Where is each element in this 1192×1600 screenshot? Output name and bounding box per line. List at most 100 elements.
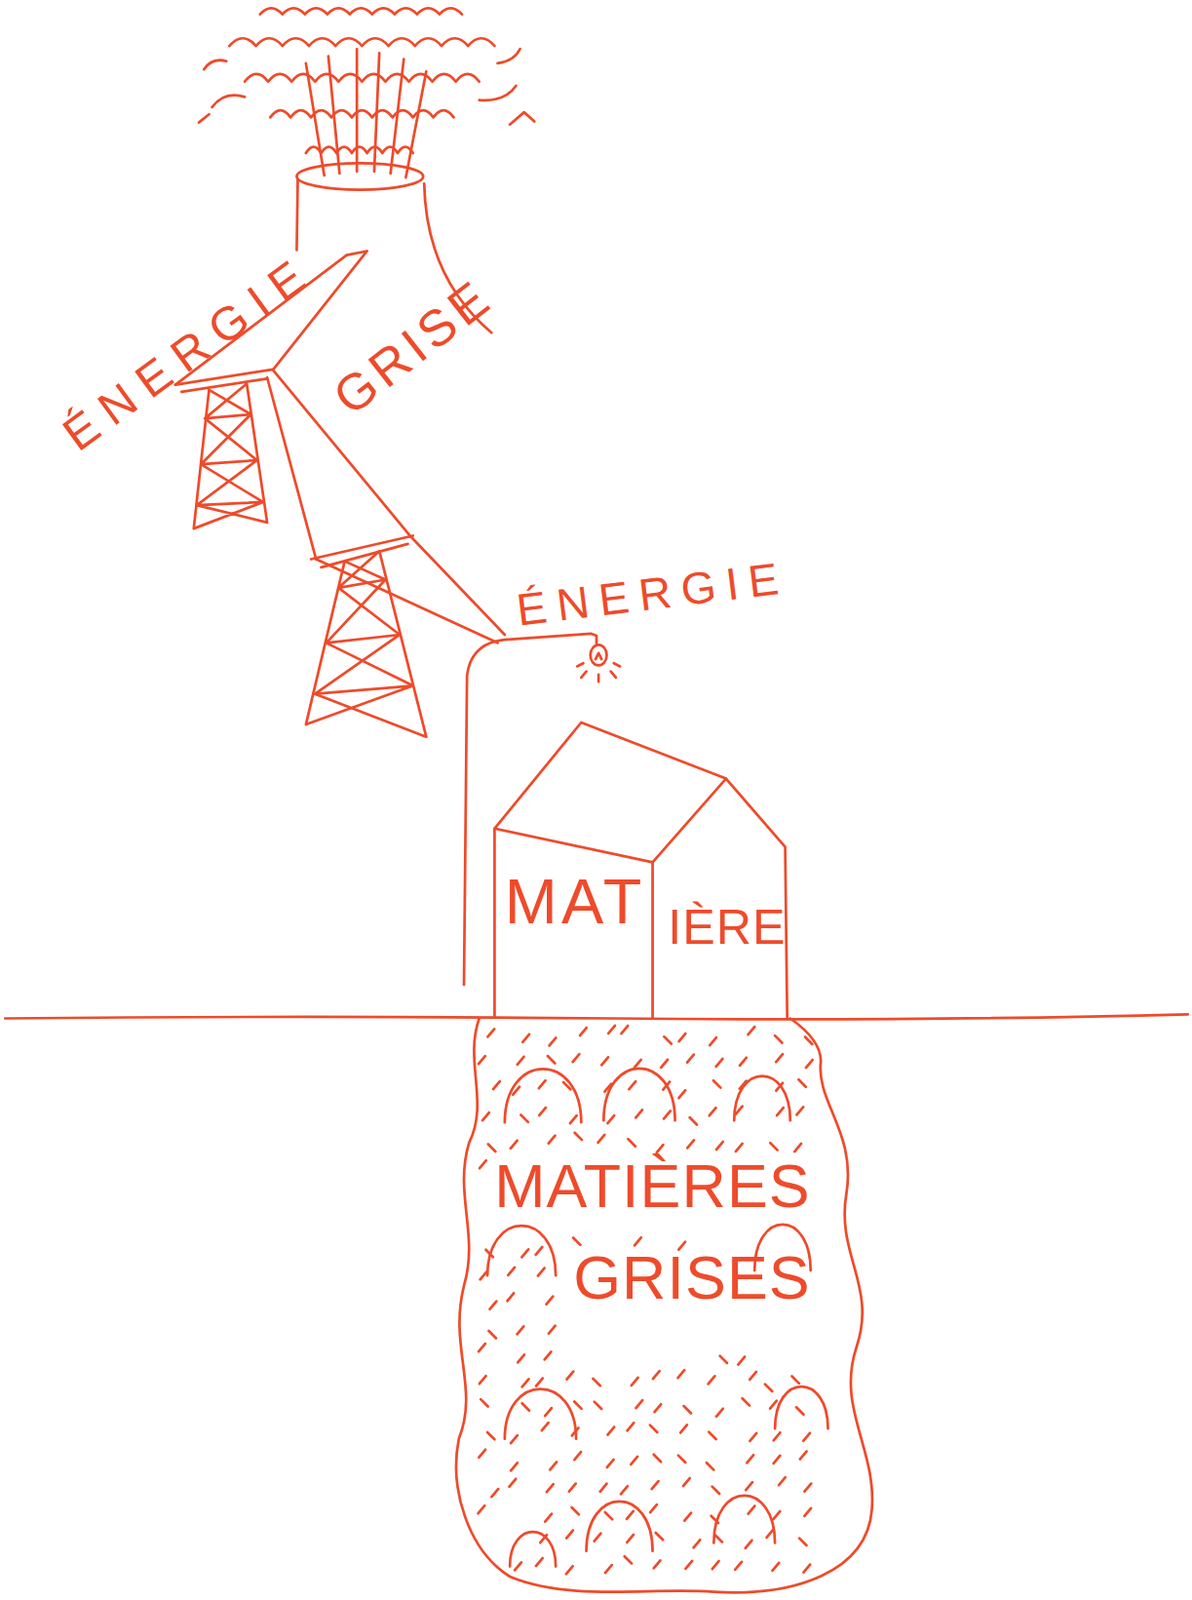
soil-dash <box>544 1513 552 1522</box>
soil-dash <box>656 1144 664 1153</box>
soil-dash <box>716 1058 724 1067</box>
soil-dash <box>735 1143 743 1152</box>
soil-dash <box>574 1451 581 1460</box>
soil-dash <box>546 1483 554 1492</box>
buried-mound <box>504 1385 829 1439</box>
node-text: MATIÈRES GRISES <box>459 1140 811 1324</box>
soil-dash <box>517 1325 525 1334</box>
steam-cloud <box>244 74 480 82</box>
soil-dash <box>506 1292 514 1301</box>
soil-dash <box>487 1028 495 1037</box>
soil-dash <box>709 1037 717 1045</box>
soil-dash <box>544 1407 552 1416</box>
soil-dash <box>485 1249 493 1257</box>
soil-dash <box>510 1461 518 1470</box>
soil-dash <box>663 1110 671 1118</box>
soil-dash <box>652 1480 659 1489</box>
soil-dash <box>767 1529 774 1538</box>
node-text: IÈRE <box>667 902 786 952</box>
soil-dash <box>490 1301 498 1309</box>
soil-dash <box>626 1534 634 1542</box>
soil-dash <box>548 1135 556 1144</box>
soil-dash <box>605 1564 613 1573</box>
soil-dash <box>769 1142 777 1150</box>
soil-dash <box>739 1057 747 1066</box>
soil-dash <box>541 1422 549 1430</box>
soil-dash <box>687 1054 694 1063</box>
energy-label: GRISE <box>324 269 501 424</box>
soil-dash <box>536 1246 543 1255</box>
ground-line <box>4 1013 1189 1019</box>
soil-dash <box>566 1530 574 1539</box>
soil-dash <box>653 1454 661 1462</box>
soil-dash <box>662 1081 670 1090</box>
soil-dash <box>687 1139 694 1148</box>
soil-dash <box>598 1134 606 1143</box>
soil-dash <box>775 1082 783 1091</box>
soil-dash <box>630 1456 638 1464</box>
soil-dash <box>517 1056 525 1065</box>
soil-dash <box>746 1454 754 1462</box>
soil-dash <box>566 1565 574 1574</box>
soil-dash <box>512 1086 520 1095</box>
soil-dash <box>650 1424 657 1432</box>
soil-dash <box>663 1036 671 1043</box>
soil-dash <box>803 1564 810 1573</box>
soil-dash <box>567 1371 575 1380</box>
soil-dash <box>775 1053 783 1062</box>
soil-dash <box>693 1538 701 1547</box>
pylon <box>306 535 426 736</box>
soil-dash <box>678 1455 686 1462</box>
soil-dash <box>538 1107 546 1116</box>
soil-dash <box>678 1369 686 1378</box>
soil-dash <box>708 1431 716 1439</box>
soil-dash <box>716 1141 724 1150</box>
soil-dash <box>742 1397 750 1405</box>
steam-wisps <box>198 48 535 124</box>
soil-dash <box>749 1432 757 1441</box>
soil-dash <box>684 1405 692 1413</box>
soil-dash <box>608 1025 616 1034</box>
soil-dash <box>739 1080 747 1089</box>
pylon <box>175 369 273 529</box>
soil-dash <box>711 1515 719 1523</box>
soil-dash <box>549 1037 557 1045</box>
soil-dash <box>478 1343 486 1351</box>
soil-dash <box>563 1081 571 1089</box>
soil-dash <box>480 1398 488 1406</box>
soil-dash <box>680 1423 688 1432</box>
cooling-tower-top <box>296 162 423 190</box>
soil-dash <box>510 1434 518 1443</box>
outline <box>492 717 790 1020</box>
soil-dash <box>685 1560 693 1569</box>
soil-dash <box>678 1089 686 1098</box>
soil-dash <box>803 1432 810 1441</box>
soil-dash <box>489 1330 497 1338</box>
soil-dash <box>627 1138 635 1146</box>
soil-dash <box>799 1538 807 1545</box>
soil-dash <box>735 1106 743 1115</box>
soil-dash <box>745 1539 753 1548</box>
soil-dash <box>620 1485 628 1494</box>
soil-dash <box>572 1426 579 1435</box>
soil-dash <box>773 1431 781 1440</box>
soil-dash <box>794 1143 802 1152</box>
soil-dash <box>508 1478 516 1487</box>
soil-dash <box>574 1400 581 1408</box>
soil-dash <box>684 1512 692 1521</box>
soil-dash <box>709 1107 717 1116</box>
soil-dash <box>791 1375 799 1383</box>
soil-dash <box>650 1503 657 1512</box>
soil-dash <box>804 1507 811 1516</box>
soil-dash <box>522 1378 530 1386</box>
outline-stroke <box>494 722 726 862</box>
soil-dash <box>749 1371 757 1380</box>
soil-dash <box>635 1399 643 1408</box>
soil-dash <box>544 1350 552 1359</box>
soil-dash <box>796 1406 804 1414</box>
soil-dash <box>712 1560 720 1569</box>
soil-dash <box>774 1035 782 1042</box>
soil-dash <box>594 1401 602 1409</box>
soil-dash <box>573 1236 580 1244</box>
soil-dash <box>628 1080 636 1089</box>
